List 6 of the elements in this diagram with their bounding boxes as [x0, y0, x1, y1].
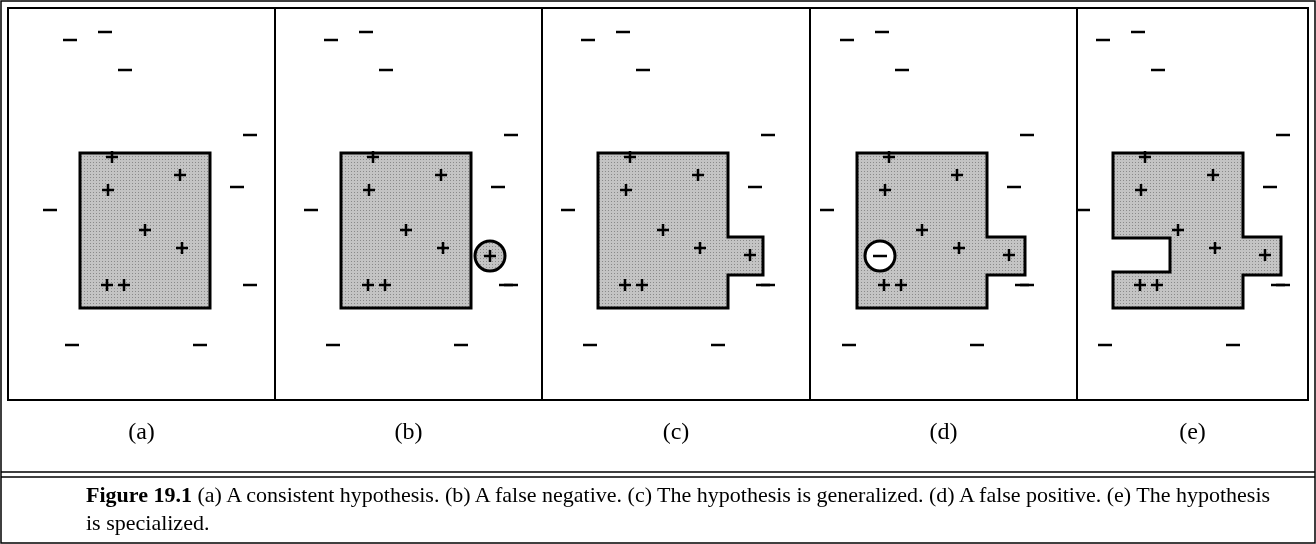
panel-label: (c): [661, 418, 691, 445]
panel-label: (a): [127, 418, 156, 445]
figure-caption: Figure 19.1 (a) A consistent hypothesis. (b) A false negative. (c) The hypothesis is generalized. (d) A false positive. (e) The hypothesis is specialized.: [86, 481, 1272, 537]
panel-label: (d): [928, 418, 959, 445]
panel-label: (b): [393, 418, 424, 445]
panel-label: (e): [1178, 418, 1207, 445]
